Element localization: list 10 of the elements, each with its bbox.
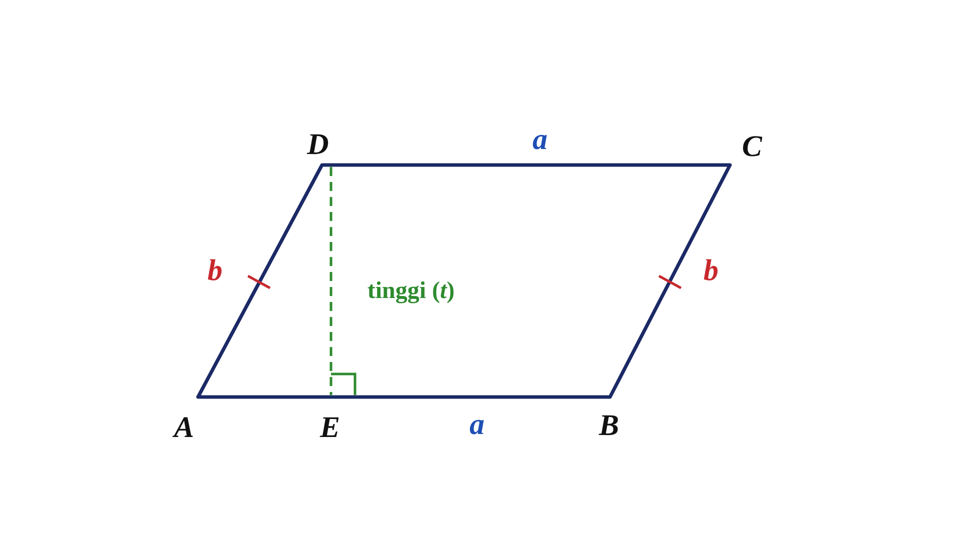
height-label: tinggi (t) <box>367 279 455 303</box>
side-label: a <box>470 410 484 440</box>
vertex-label: C <box>742 132 762 162</box>
vertex-label: E <box>320 413 340 443</box>
vertex-label: B <box>599 411 619 441</box>
side-label: b <box>704 256 718 286</box>
side-label: a <box>532 125 548 155</box>
side-label: b <box>208 256 222 286</box>
vertex-label: D <box>307 130 329 160</box>
vertex-label: A <box>174 413 194 443</box>
